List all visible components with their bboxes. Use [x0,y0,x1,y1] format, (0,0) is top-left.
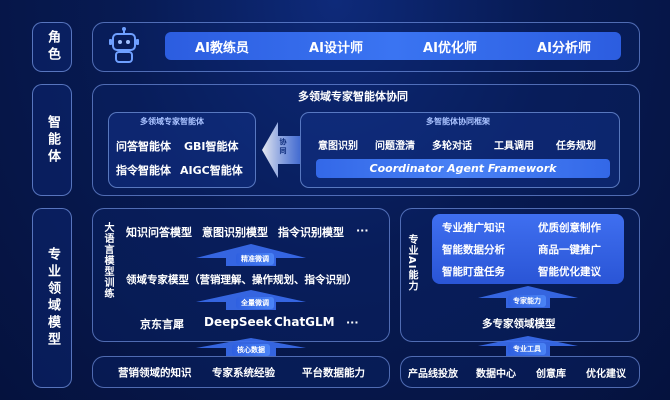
tool-item: 优化建议 [586,369,626,380]
expert-agents-box [108,112,256,188]
framework-item: 意图识别 [318,141,358,152]
base-model: 京东言犀 [140,318,184,331]
base-model: ··· [346,316,359,329]
capability-item: 智能优化建议 [538,266,601,278]
ai-side-label: 专业AI能力 [404,234,419,291]
row-label-role: 角色 [32,22,72,72]
row-label-role-text: 角色 [45,30,60,64]
capability-box [432,214,624,284]
row-label-agent-text: 智能体 [45,114,60,166]
agent-item: 问答智能体 [116,140,171,153]
role-item: AI分析师 [537,40,591,56]
row-label-agent: 智能体 [32,84,72,196]
tool-item: 产品线投放 [408,369,458,380]
fine-tune-chip: 精准微调 [236,253,274,265]
tool-item: 创意库 [536,369,566,380]
llm-top-item: 意图识别模型 [202,226,268,239]
coordinator-framework-label: Coordinator Agent Framework [369,162,557,175]
expert-ability-chip: 专家能力 [508,295,546,307]
agent-item: AIGC智能体 [180,164,243,177]
llm-top-item: 指令识别模型 [278,226,344,239]
full-tune-chip: 全量微调 [236,297,274,309]
role-bar: AI教练员 AI设计师 AI优化师 AI分析师 [165,32,621,60]
role-item: AI教练员 [195,40,249,56]
capability-item: 商品一键推广 [538,244,601,256]
pro-tools-chip: 专业工具 [508,343,546,355]
tool-item: 数据中心 [476,369,516,380]
core-data-item: 平台数据能力 [302,367,365,379]
llm-domain-model: 领域专家模型（营销理解、操作规划、指令识别） [126,274,357,286]
collaborate-label: 协同 [278,138,288,156]
agent-item: GBI智能体 [184,140,239,153]
base-model: ChatGLM [274,315,335,329]
collaborate-text: 协同 [279,138,287,156]
llm-top-item: 知识问答模型 [126,226,192,239]
tools-panel [400,356,640,388]
framework-item: 问题澄清 [375,141,415,152]
llm-top-item: ··· [356,224,369,237]
capability-item: 智能盯盘任务 [442,266,505,278]
core-data-chip: 核心数据 [232,344,270,356]
role-item: AI优化师 [423,40,477,56]
row-label-domain: 专业领域模型 [32,208,72,388]
coordinator-framework-bar: Coordinator Agent Framework [316,159,610,178]
role-item: AI设计师 [309,40,363,56]
llm-side-label-text: 大语言模型训练 [102,222,113,299]
core-data-item: 营销领域的知识 [118,367,192,379]
core-data-item: 专家系统经验 [212,367,275,379]
capability-item: 专业推广知识 [442,222,505,234]
capability-item: 优质创意制作 [538,222,601,234]
expert-agents-title: 多领域专家智能体 [140,117,204,126]
framework-item: 多轮对话 [432,141,472,152]
capability-item: 智能数据分析 [442,244,505,256]
framework-title: 多智能体协同框架 [426,117,490,126]
robot-icon [104,26,144,66]
ai-side-label-text: 专业AI能力 [406,234,417,292]
agent-section-title: 多领域专家智能体协同 [298,90,408,103]
framework-item: 任务规划 [556,141,596,152]
multi-expert-model: 多专家领域模型 [482,318,556,330]
llm-side-label: 大语言模型训练 [100,222,115,299]
agent-item: 指令智能体 [116,164,171,177]
collaborate-arrow [262,118,302,182]
core-data-panel [92,356,390,388]
base-model: DeepSeek [204,315,272,329]
llm-panel [92,208,390,342]
row-label-domain-text: 专业领域模型 [45,247,60,349]
framework-item: 工具调用 [494,141,534,152]
